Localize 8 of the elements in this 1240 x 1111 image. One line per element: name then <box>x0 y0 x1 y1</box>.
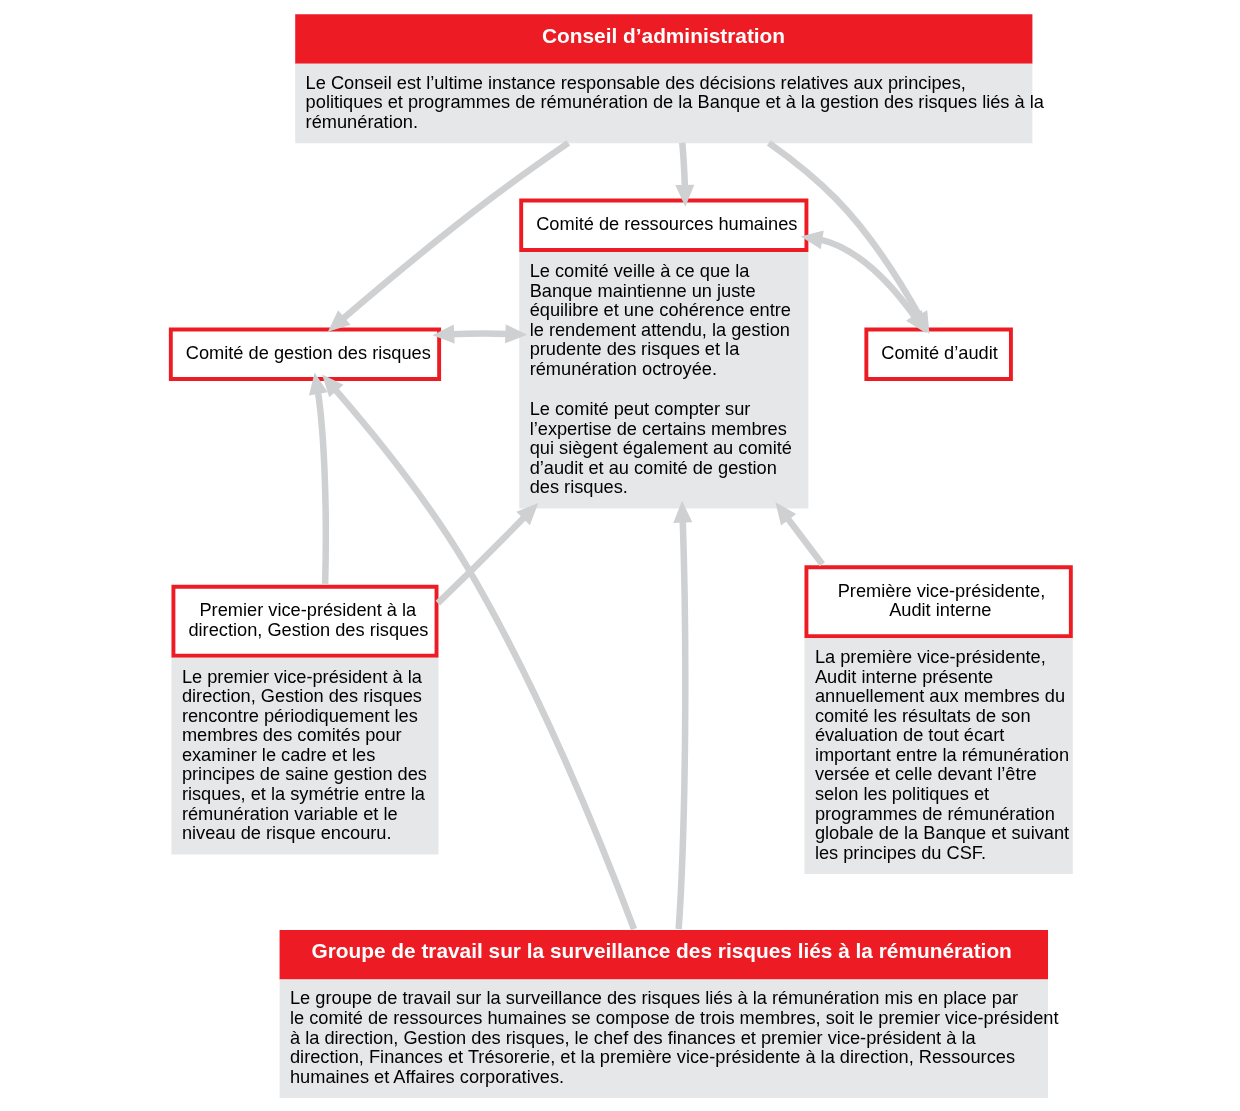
arrow <box>674 142 694 207</box>
arrow <box>435 502 538 606</box>
arrow <box>672 500 692 930</box>
arrow <box>327 140 570 332</box>
arrow <box>800 230 926 334</box>
arrow <box>431 324 527 344</box>
arrow <box>774 502 825 567</box>
arrow <box>321 374 637 931</box>
